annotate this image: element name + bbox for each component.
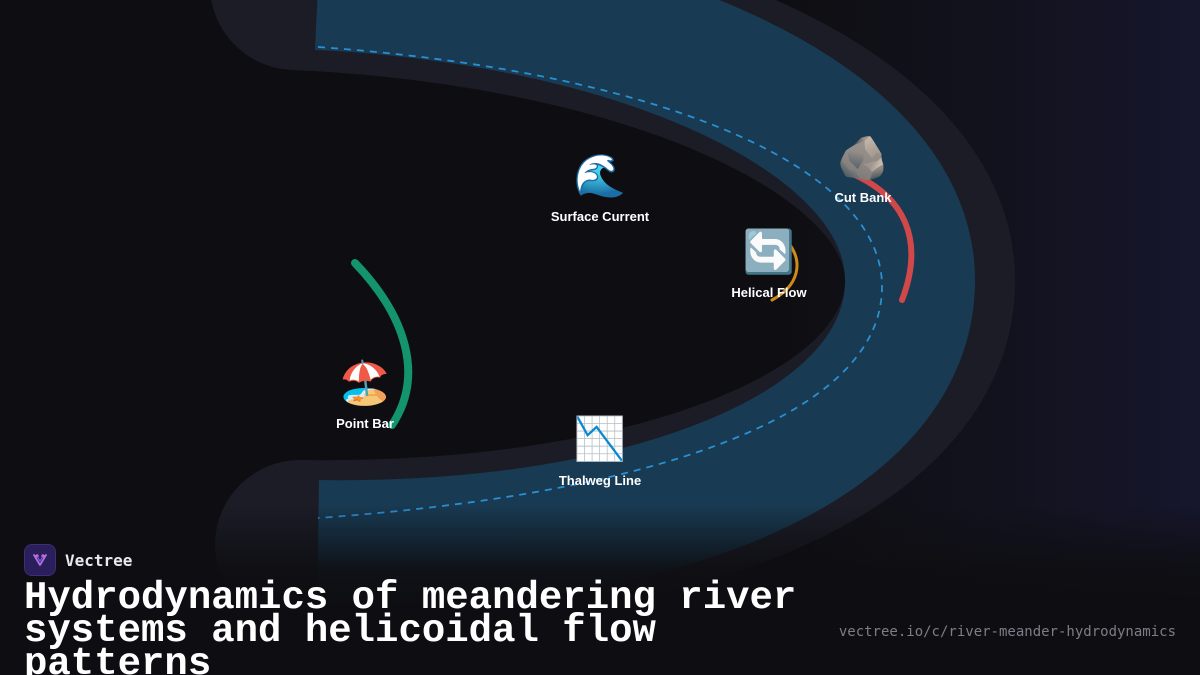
brand-name: Vectree	[65, 550, 133, 570]
thalweg-line-text: Thalweg Line	[559, 473, 641, 488]
beach-umbrella-icon: 🏖️	[339, 358, 391, 407]
cut-bank-arc	[845, 169, 915, 303]
footer-fade	[0, 505, 1200, 675]
helical-flow-label: 🔄 Helical Flow	[731, 227, 807, 300]
rock-icon: 🪨	[837, 133, 889, 182]
wave-icon: 🌊	[574, 151, 626, 200]
source-url: vectree.io/c/river-meander-hydrodynamics	[838, 624, 1176, 640]
cut-bank-text: Cut Bank	[834, 190, 892, 205]
page-title: Hydrodynamics of meandering river system…	[24, 576, 797, 675]
helical-flow-arc	[770, 243, 799, 302]
chart-decreasing-icon: 📉	[574, 414, 626, 463]
point-bar-text: Point Bar	[336, 416, 394, 431]
point-bar-label: 🏖️ Point Bar	[336, 358, 394, 431]
brand: Vectree	[24, 544, 132, 576]
surface-current-label: 🌊 Surface Current	[551, 151, 650, 224]
cut-bank-label: 🪨 Cut Bank	[834, 133, 892, 205]
thalweg-line	[317, 46, 883, 519]
thalweg-line-label: 📉 Thalweg Line	[559, 414, 641, 488]
point-bar-arc	[351, 259, 413, 429]
surface-current-text: Surface Current	[551, 209, 650, 224]
vectree-logo-icon	[24, 544, 56, 576]
counterclockwise-arrows-icon: 🔄	[743, 227, 795, 276]
helical-flow-text: Helical Flow	[731, 285, 807, 300]
